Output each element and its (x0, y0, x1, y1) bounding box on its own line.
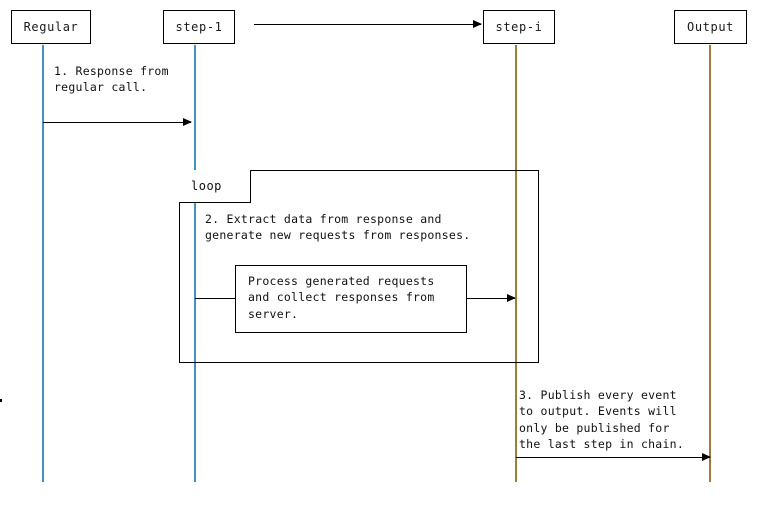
arrow-head-icon (183, 118, 192, 126)
loop-fragment-operator-label: loop (179, 170, 251, 203)
participant-output[interactable]: Output (674, 10, 747, 44)
participant-step-1-label: step-1 (175, 20, 223, 34)
message-publish-every-event[interactable] (516, 453, 711, 461)
arrow-head-icon (702, 453, 711, 461)
participant-step-1[interactable]: step-1 (163, 10, 235, 44)
lifeline-output (709, 45, 711, 482)
loop-fragment (179, 170, 539, 363)
loop-operator-text: loop (191, 179, 222, 193)
note-process-generated-requests: Process generated requests and collect r… (235, 265, 467, 333)
loop-fragment-body-text: 2. Extract data from response and genera… (205, 212, 471, 243)
participant-step-i[interactable]: step-i (483, 10, 555, 44)
message-response-from-regular[interactable] (43, 118, 192, 126)
message-response-from-regular-label: 1. Response from regular call. (54, 64, 169, 95)
participant-output-label: Output (687, 20, 734, 34)
edge-artifact (0, 399, 2, 402)
arrow-head-icon (507, 294, 516, 302)
lifeline-regular (42, 45, 44, 482)
participant-regular-label: Regular (23, 20, 79, 34)
lifeline-step-1 (194, 45, 196, 482)
participant-regular[interactable]: Regular (11, 10, 91, 44)
arrow-head-icon (473, 20, 482, 28)
lifeline-step-i (515, 45, 517, 482)
message-chain-arrow[interactable] (254, 20, 482, 28)
message-publish-every-event-label: 3. Publish every event to output. Events… (519, 388, 684, 451)
participant-step-i-label: step-i (495, 20, 543, 34)
